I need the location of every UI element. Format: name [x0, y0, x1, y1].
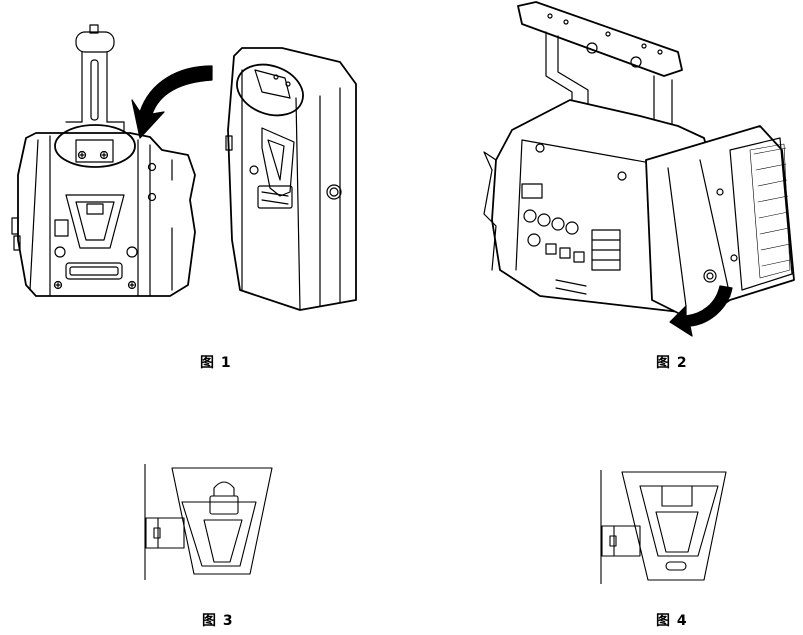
figure-4-illustration: [596, 468, 736, 588]
figure-2-caption: 图 2: [656, 355, 688, 371]
figure-1-illustration: [0, 0, 400, 320]
figure-2-illustration: [400, 0, 803, 345]
figure-3-illustration: [140, 462, 280, 584]
figure-3-caption: 图 3: [202, 613, 234, 629]
figure-1-caption: 图 1: [200, 355, 232, 371]
figure-4-caption: 图 4: [656, 613, 688, 629]
